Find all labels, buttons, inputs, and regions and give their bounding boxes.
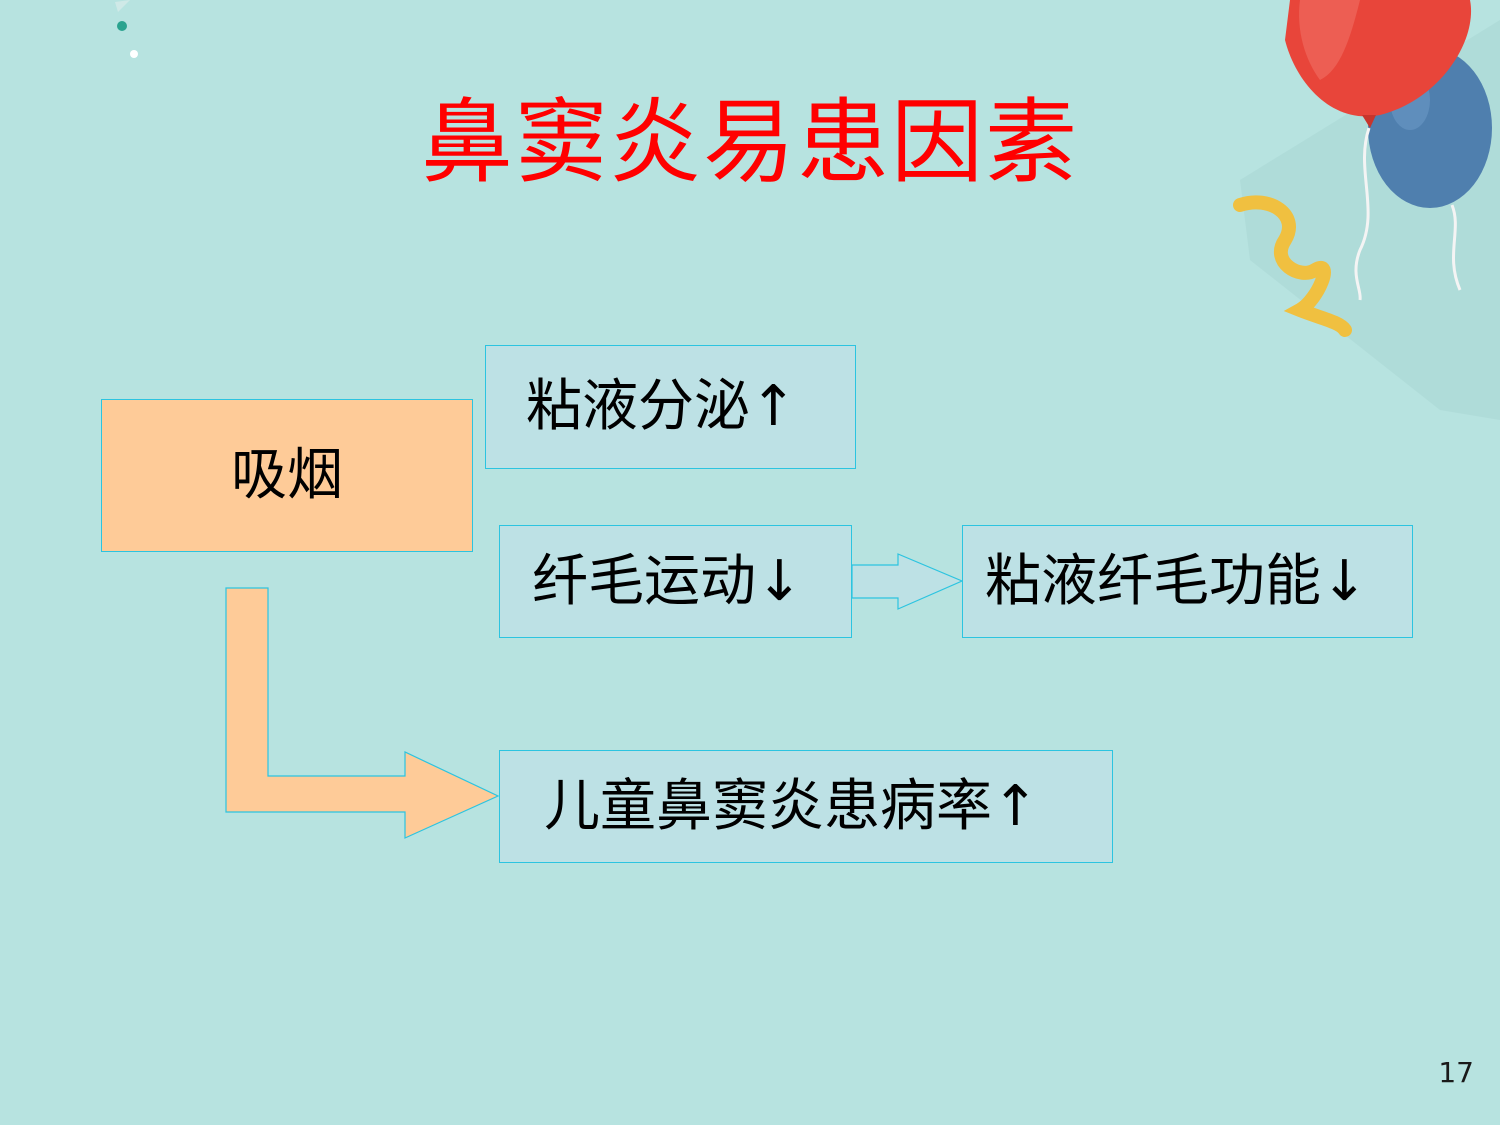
node-mucus-secretion: 粘液分泌↑: [485, 345, 856, 469]
page-number: 17: [1438, 1056, 1474, 1089]
node-cilia-movement: 纤毛运动↓: [499, 525, 852, 638]
smoking-to-children-arrow: [225, 587, 500, 839]
ribbon-decoration-icon: [1233, 195, 1352, 337]
confetti-decoration-icon: [115, 0, 138, 58]
cilia-to-function-arrow: [851, 553, 964, 610]
node-smoking: 吸烟: [101, 399, 473, 552]
node-children-incidence-label: 儿童鼻窦炎患病率↑: [544, 773, 1039, 839]
balloon-decoration-icon: [1285, 0, 1472, 301]
node-cilia-movement-label: 纤毛运动↓: [532, 548, 803, 614]
node-mucociliary-function-label: 粘液纤毛功能↓: [985, 548, 1368, 614]
node-mucus-secretion-label: 粘液分泌↑: [526, 374, 797, 439]
slide-title: 鼻窦炎易患因素: [420, 89, 1079, 196]
node-mucociliary-function: 粘液纤毛功能↓: [962, 525, 1413, 638]
node-children-incidence: 儿童鼻窦炎患病率↑: [499, 750, 1113, 863]
node-smoking-label: 吸烟: [231, 442, 343, 508]
